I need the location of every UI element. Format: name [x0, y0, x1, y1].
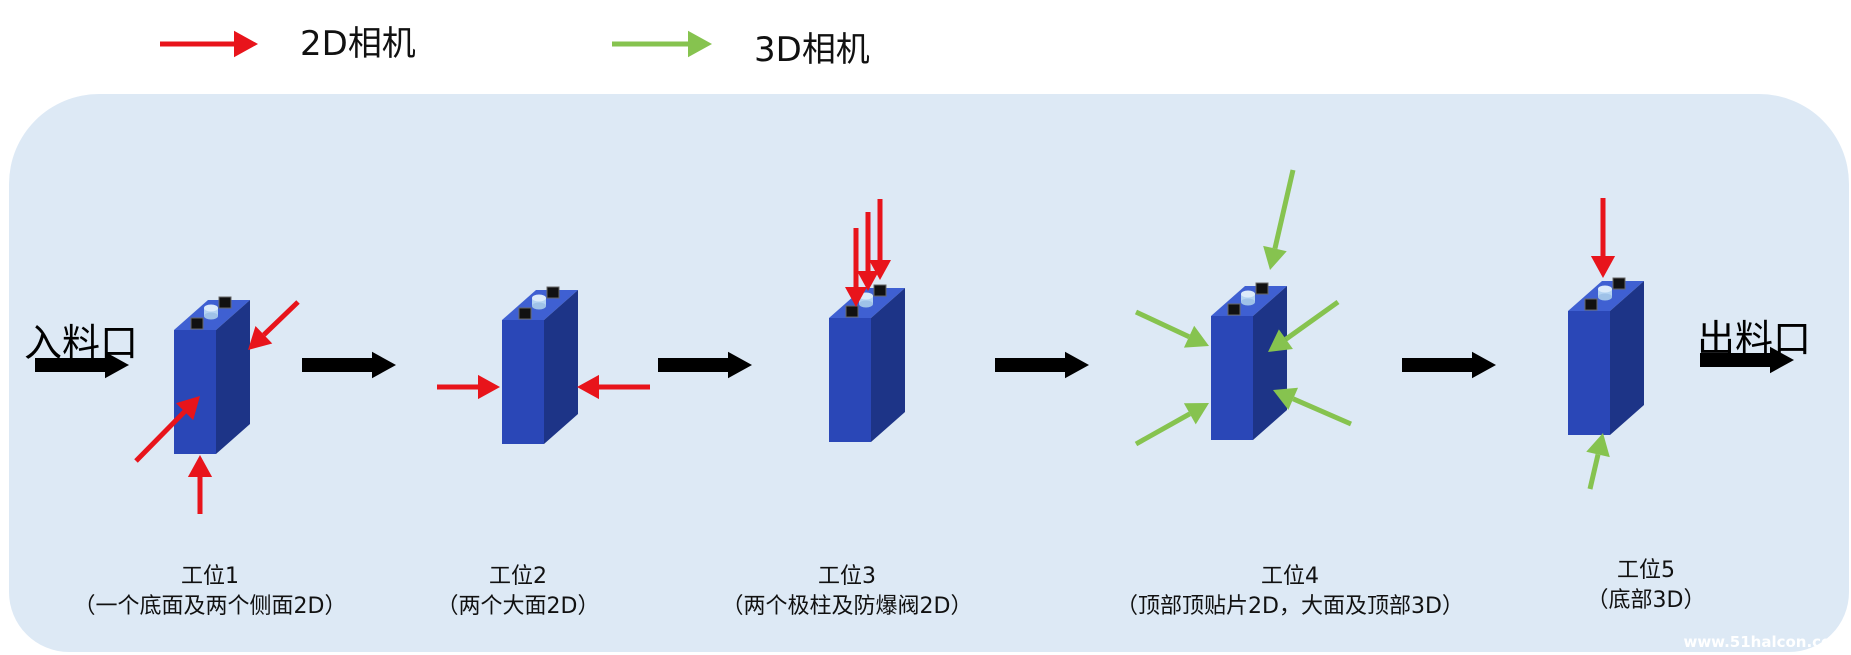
station-3-camera-terminal-2 — [869, 199, 891, 280]
station-4-camera-right-upper — [1268, 299, 1340, 352]
battery-terminal — [845, 305, 859, 318]
flow-arrow-4-5 — [1402, 351, 1496, 379]
battery-vent — [532, 294, 546, 310]
exit-port-label: 出料口 — [1697, 317, 1812, 361]
battery-terminal — [518, 307, 532, 320]
station-1-camera-side-left — [134, 396, 200, 463]
battery-terminal — [190, 317, 204, 330]
station-3-subtitle: （两个极柱及防爆阀2D） — [721, 594, 973, 619]
station-1-battery — [174, 296, 250, 454]
legend-arrows — [160, 30, 712, 58]
entry-port-label: 入料口 — [24, 321, 139, 365]
battery-terminal — [218, 296, 232, 309]
flow-arrow-exit — [1700, 346, 1794, 374]
station-3-caption: 工位3 （两个极柱及防爆阀2D） — [722, 562, 973, 622]
station-1-subtitle: （一个底面及两个侧面2D） — [73, 594, 347, 619]
battery-terminal — [1584, 298, 1598, 311]
legend-2d-camera-label: 2D相机 — [300, 24, 416, 64]
station-3-battery — [829, 284, 905, 442]
battery-vent — [1241, 290, 1255, 306]
batteries — [174, 277, 1644, 454]
station-4-title: 工位4 — [1260, 564, 1319, 589]
station-3-camera-terminal-1 — [845, 228, 867, 307]
flow-arrows — [35, 346, 1794, 379]
flow-arrow-1-2 — [302, 351, 396, 379]
station-5-battery — [1568, 277, 1644, 435]
flow-arrow-2-3 — [658, 351, 752, 379]
battery-vent — [1598, 285, 1612, 301]
station-2-camera-left — [437, 374, 500, 400]
battery-terminal — [873, 284, 887, 297]
station-5-title: 工位5 — [1616, 558, 1675, 583]
station-5-subtitle: （底部3D） — [1586, 588, 1706, 613]
station-1-camera-bottom — [187, 455, 213, 514]
station-4-camera-top — [1263, 169, 1296, 270]
station-2-caption: 工位2 （两个大面2D） — [437, 562, 600, 622]
station-1-title: 工位1 — [180, 564, 239, 589]
station-4-camera-left-upper — [1134, 309, 1209, 348]
flow-arrow-3-4 — [995, 351, 1089, 379]
station-3-title: 工位3 — [817, 564, 876, 589]
battery-vent — [204, 304, 218, 320]
station-1-caption: 工位1 （一个底面及两个侧面2D） — [74, 562, 347, 622]
station-4-subtitle: （顶部顶贴片2D，大面及顶部3D） — [1116, 594, 1464, 619]
station-2-battery — [502, 286, 578, 444]
battery-terminal — [546, 286, 560, 299]
process-panel — [9, 94, 1849, 652]
watermark: www.51halcon.com — [1683, 633, 1847, 651]
station-4-camera-right-lower — [1273, 387, 1352, 427]
camera-arrows — [134, 169, 1616, 514]
station-5-camera-bottom — [1586, 433, 1610, 490]
station-1-camera-side-right — [248, 300, 300, 350]
station-5-camera-top — [1590, 198, 1616, 278]
battery-terminal — [1612, 277, 1626, 290]
legend-3d-arrow — [612, 30, 712, 58]
station-4-caption: 工位4 （顶部顶贴片2D，大面及顶部3D） — [1116, 562, 1464, 622]
battery-terminal — [1227, 303, 1241, 316]
station-4-battery — [1211, 282, 1287, 440]
battery-terminal — [1255, 282, 1269, 295]
station-2-camera-right — [577, 374, 650, 400]
station-4-camera-left-lower — [1134, 403, 1209, 447]
station-2-subtitle: （两个大面2D） — [436, 594, 600, 619]
flow-arrow-entry — [35, 351, 129, 379]
station-5-caption: 工位5 （底部3D） — [1587, 556, 1706, 616]
legend-2d-arrow — [160, 30, 258, 58]
station-2-title: 工位2 — [488, 564, 547, 589]
station-3-camera-vent — [857, 212, 879, 291]
legend-3d-camera-label: 3D相机 — [754, 30, 870, 70]
